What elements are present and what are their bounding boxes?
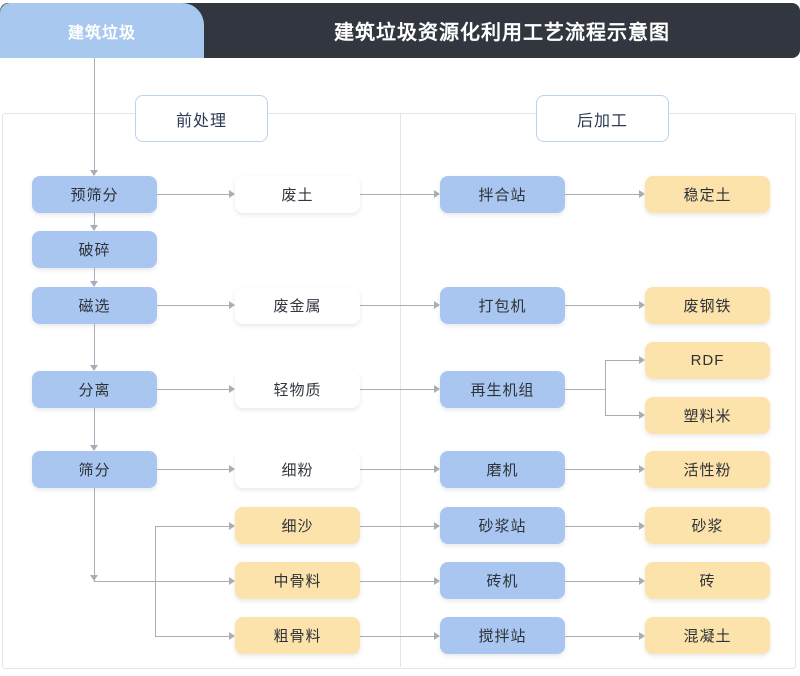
connector-recycleunit-to-plasticpellet [605, 415, 639, 416]
stage-divider [400, 113, 401, 667]
arrow-batchingplant-to-concrete [639, 632, 645, 640]
connector-prescreen-to-crush [94, 213, 95, 225]
arrow-mortarstation-to-mortar [639, 522, 645, 530]
connector-wastesoil-to-mixingstation [360, 194, 434, 195]
arrow-coarseaggregate-to-batchingplant [434, 632, 440, 640]
arrow-mediumaggregate-to-brickmachine [434, 577, 440, 585]
node-waste-soil[interactable]: 废土 [235, 176, 360, 213]
section-label-postprocessing: 后加工 [536, 95, 669, 142]
connector-fork-to-coarseaggregate [155, 636, 229, 637]
connector-magnetic-to-wastemetal [157, 305, 229, 306]
node-prescreen[interactable]: 预筛分 [32, 176, 157, 213]
node-mortar[interactable]: 砂浆 [645, 507, 770, 544]
node-brick-machine[interactable]: 砖机 [440, 562, 565, 599]
node-medium-aggregate[interactable]: 中骨料 [235, 562, 360, 599]
connector-wastemetal-to-baler [360, 305, 434, 306]
connector-prescreen-to-wastesoil [157, 194, 229, 195]
node-fine-powder[interactable]: 细粉 [235, 451, 360, 488]
arrow-baler-to-scrapsteel [639, 301, 645, 309]
node-light-material[interactable]: 轻物质 [235, 371, 360, 408]
arrow-screen-fork-elbow [90, 575, 98, 581]
node-plastic-pellet[interactable]: 塑料米 [645, 397, 770, 434]
arrow-magnetic-to-separation [90, 365, 98, 371]
arrow-separation-to-lightmaterial [229, 385, 235, 393]
connector-fork-to-finesand [155, 526, 229, 527]
connector-screen-fork-mainline [94, 581, 229, 582]
node-fine-sand[interactable]: 细沙 [235, 507, 360, 544]
arrow-crush-to-magnetic [90, 281, 98, 287]
connector-finepowder-to-mill [360, 469, 434, 470]
node-rdf[interactable]: RDF [645, 342, 770, 379]
arrow-prescreen-to-wastesoil [229, 190, 235, 198]
node-mill[interactable]: 磨机 [440, 451, 565, 488]
page-title: 建筑垃圾资源化利用工艺流程示意图 [334, 22, 670, 44]
arrow-mixingstation-to-stabilizedsoil [639, 190, 645, 198]
arrow-fork-to-coarseaggregate [229, 632, 235, 640]
connector-batchingplant-to-concrete [565, 636, 639, 637]
connector-recycleunit-fork-riser [605, 360, 606, 415]
node-crush[interactable]: 破碎 [32, 231, 157, 268]
node-waste-metal[interactable]: 废金属 [235, 287, 360, 324]
node-recycling-unit[interactable]: 再生机组 [440, 371, 565, 408]
arrow-fork-to-finesand [229, 522, 235, 530]
node-concrete[interactable]: 混凝土 [645, 617, 770, 654]
connector-mill-to-activepowder [565, 469, 639, 470]
arrow-separation-to-screen [90, 445, 98, 451]
connector-screen-fork-riser [155, 526, 156, 636]
arrow-recycleunit-to-plasticpellet [639, 411, 645, 419]
arrow-prescreen-to-crush [90, 225, 98, 231]
arrow-finepowder-to-mill [434, 465, 440, 473]
arrow-magnetic-to-wastemetal [229, 301, 235, 309]
arrow-recycleunit-to-rdf [639, 356, 645, 364]
connector-crush-to-magnetic [94, 268, 95, 281]
arrow-wastesoil-to-mixingstation [434, 190, 440, 198]
connector-screen-down-trunk [94, 488, 95, 581]
node-mixing-station[interactable]: 拌合站 [440, 176, 565, 213]
section-label-preprocessing: 前处理 [135, 95, 268, 142]
diagram-panel [2, 113, 796, 669]
connector-baler-to-scrapsteel [565, 305, 639, 306]
connector-magnetic-to-separation [94, 324, 95, 365]
connector-mediumaggregate-to-brickmachine [360, 581, 434, 582]
connector-screen-to-finepowder [157, 469, 229, 470]
node-batching-plant[interactable]: 搅拌站 [440, 617, 565, 654]
connector-mixingstation-to-stabilizedsoil [565, 194, 639, 195]
node-magnetic[interactable]: 磁选 [32, 287, 157, 324]
arrow-finesand-to-mortarstation [434, 522, 440, 530]
node-coarse-aggregate[interactable]: 粗骨料 [235, 617, 360, 654]
connector-finesand-to-mortarstation [360, 526, 434, 527]
arrow-brickmachine-to-brick [639, 577, 645, 585]
connector-recycleunit-stem [565, 389, 605, 390]
arrow-mill-to-activepowder [639, 465, 645, 473]
node-active-powder[interactable]: 活性粉 [645, 451, 770, 488]
connector-separation-to-lightmaterial [157, 389, 229, 390]
arrow-feed-to-prescreen [90, 170, 98, 176]
arrow-lightmaterial-to-recycleunit [434, 385, 440, 393]
connector-brickmachine-to-brick [565, 581, 639, 582]
connector-separation-to-screen [94, 408, 95, 445]
connector-feed-vertical [94, 58, 95, 170]
node-scrap-steel[interactable]: 废钢铁 [645, 287, 770, 324]
connector-recycleunit-to-rdf [605, 360, 639, 361]
node-mortar-station[interactable]: 砂浆站 [440, 507, 565, 544]
node-brick[interactable]: 砖 [645, 562, 770, 599]
node-baler[interactable]: 打包机 [440, 287, 565, 324]
node-separation[interactable]: 分离 [32, 371, 157, 408]
arrow-fork-to-mediumaggregate [229, 577, 235, 585]
node-stabilized-soil[interactable]: 稳定土 [645, 176, 770, 213]
node-screening[interactable]: 筛分 [32, 451, 157, 488]
input-tab-construction-waste: 建筑垃圾 [0, 3, 204, 58]
arrow-screen-to-finepowder [229, 465, 235, 473]
connector-coarseaggregate-to-batchingplant [360, 636, 434, 637]
arrow-wastemetal-to-baler [434, 301, 440, 309]
connector-lightmaterial-to-recycleunit [360, 389, 434, 390]
connector-mortarstation-to-mortar [565, 526, 639, 527]
